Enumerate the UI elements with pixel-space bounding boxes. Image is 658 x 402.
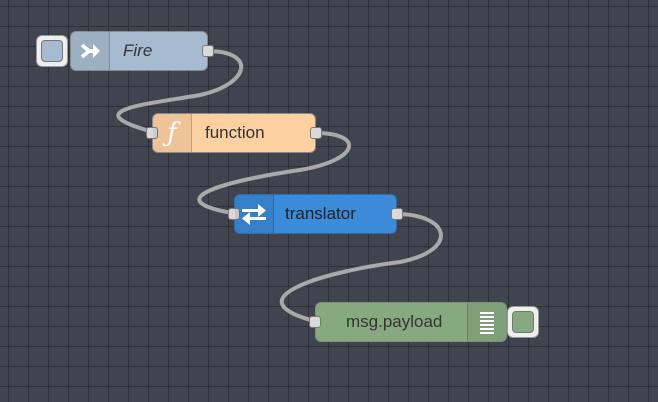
function-node[interactable]: ƒ function <box>146 113 322 153</box>
debug-toggle-swatch <box>512 311 534 333</box>
function-node-label: function <box>205 123 265 142</box>
inject-trigger-button[interactable] <box>36 35 68 67</box>
function-f-icon: ƒ <box>153 114 192 152</box>
inject-arrow-icon <box>71 32 110 70</box>
function-output-port[interactable] <box>310 127 322 139</box>
debug-node[interactable]: msg.payload <box>309 302 507 342</box>
inject-node-label: Fire <box>123 41 153 60</box>
translator-input-port[interactable] <box>228 208 240 220</box>
debug-list-icon <box>467 303 506 341</box>
inject-trigger-swatch <box>41 40 63 62</box>
wire-function-to-translator[interactable] <box>197 131 351 216</box>
wire-translator-to-debug[interactable] <box>279 212 443 324</box>
function-input-port[interactable] <box>146 127 158 139</box>
function-f-glyph: ƒ <box>167 118 177 148</box>
debug-node-label: msg.payload <box>346 312 443 331</box>
debug-toggle-button[interactable] <box>507 306 539 338</box>
inject-node[interactable]: Fire <box>70 31 214 71</box>
translator-node-label: translator <box>285 204 356 223</box>
debug-input-port[interactable] <box>309 316 321 328</box>
translator-output-port[interactable] <box>391 208 403 220</box>
wire-inject-to-function[interactable] <box>116 49 243 135</box>
inject-output-port[interactable] <box>202 45 214 57</box>
translator-node[interactable]: translator <box>228 194 403 234</box>
swap-arrows-icon <box>235 195 274 233</box>
